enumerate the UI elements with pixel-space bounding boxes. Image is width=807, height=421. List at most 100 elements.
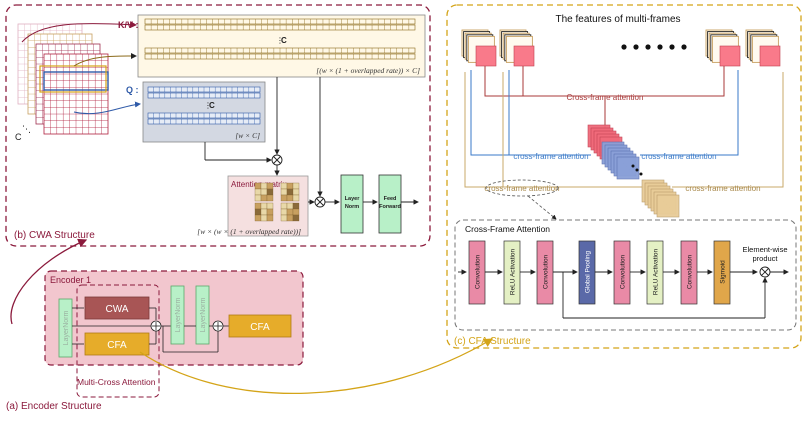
cross-frame-attention-title: Cross-Frame Attention	[465, 224, 550, 234]
tan-stack-layer	[656, 194, 680, 218]
attention-cell	[266, 214, 274, 222]
element-wise-label-2: product	[752, 254, 778, 263]
cross-frame-attention-label-tan-right: cross-frame attention	[685, 184, 760, 193]
ellipsis-dot	[669, 44, 675, 50]
multi-cross-attention-box	[76, 284, 160, 398]
cross-frame-attention-box	[454, 219, 797, 331]
encoder-section-label: (a) Encoder Structure	[6, 401, 102, 412]
frame-window-blue	[43, 71, 109, 91]
attention-matrix-grid	[254, 182, 300, 222]
attention-cell	[280, 202, 288, 210]
feed-forward-text-2: Forward	[379, 204, 401, 210]
cfa-block	[468, 240, 486, 305]
feed-forward-block	[378, 174, 402, 234]
kv-c-label: C	[281, 36, 287, 45]
encoder-output-cfa-label: CFA	[250, 322, 270, 333]
frame-to-kv-arrow-2	[73, 53, 137, 67]
q-c-label: C	[209, 101, 215, 110]
attention-cell	[286, 214, 294, 222]
cwa-panel-border	[5, 4, 431, 247]
cfa-panel-title: (c) CFA Structure	[454, 336, 531, 347]
attention-cell	[266, 202, 274, 210]
attention-cell	[266, 182, 274, 190]
cwa-structure-panel: (b) CWA Structure C ⋱ K/V : ⋮ C [(w × (1…	[5, 4, 431, 247]
cfa-block-label: Convolution	[475, 254, 482, 289]
cfa-multiply-node	[759, 266, 771, 278]
frame-to-kv-arrow	[21, 21, 137, 43]
attention-cell	[280, 214, 288, 222]
kv-c-mark: ⋮	[276, 36, 284, 45]
encoder-layernorm-2	[170, 285, 185, 345]
frame-stack-dots: ⋱	[22, 124, 31, 134]
attention-dimension: [w × (w × (1 + overlapped rate))]	[197, 227, 301, 236]
cross-frame-lines	[464, 66, 784, 188]
attention-cell	[286, 188, 294, 196]
kv-token-rows	[144, 18, 416, 60]
frame-to-q-arrow	[73, 101, 141, 115]
layer-norm-text-1: Layer	[345, 196, 361, 202]
cfa-block	[613, 240, 631, 305]
ellipsis-dot	[621, 44, 627, 50]
feature-frame-query	[759, 45, 781, 67]
cross-frame-attention-label-tan-left: cross-frame attention	[484, 184, 559, 193]
attention-cell	[254, 202, 262, 210]
attention-cell	[286, 208, 294, 216]
attention-cell	[292, 208, 300, 216]
attention-cell	[254, 214, 262, 222]
element-wise-label: Element-wise	[742, 245, 787, 254]
cfa-block	[578, 240, 596, 305]
encoder-layernorm-3	[195, 285, 210, 345]
attention-cell	[280, 182, 288, 190]
stack-dot	[635, 168, 639, 172]
attention-cell	[292, 188, 300, 196]
add-node-1	[150, 320, 162, 332]
cfa-block-label: Sigmoid	[720, 260, 727, 284]
cfa-block-label: Global Pooling	[585, 250, 592, 293]
cfa-block	[646, 240, 664, 305]
cfa-block-label: Convolution	[687, 254, 694, 289]
layer-norm-text-2: Norm	[345, 204, 359, 210]
attention-cell	[260, 208, 268, 216]
cfa-block	[713, 240, 731, 305]
input-frame-stack	[17, 23, 109, 135]
attention-cell	[286, 202, 294, 210]
attention-cell	[266, 208, 274, 216]
attention-cell	[280, 194, 288, 202]
cwa-detail-connector	[10, 238, 88, 325]
attention-cell	[292, 202, 300, 210]
cross-frame-attention-label-red: Cross-frame attention	[567, 93, 644, 102]
attention-cell	[260, 194, 268, 202]
blue-attention-stack	[601, 141, 643, 180]
kv-dimension: [(w × (1 + overlapped rate)) × C]	[316, 66, 420, 75]
encoder-layernorm-3-label: LayerNorm	[200, 298, 207, 333]
attention-cell	[254, 188, 262, 196]
cwa-panel-title: (b) CWA Structure	[14, 230, 95, 241]
attention-cell	[254, 182, 262, 190]
q-token-rows	[147, 86, 261, 125]
cross-frame-attention-label-blue-right: cross-frame attention	[641, 152, 716, 161]
cfa-block	[536, 240, 554, 305]
encoder-output-cfa-block	[228, 314, 292, 338]
attention-cell	[292, 194, 300, 202]
attention-cell	[260, 214, 268, 222]
cfa-structure-panel: (c) CFA Structure The features of multi-…	[446, 4, 802, 349]
feed-forward-text-1: Feed	[384, 196, 397, 202]
attention-cell	[260, 182, 268, 190]
ellipsis-dot	[657, 44, 663, 50]
ellipsis-dot	[681, 44, 687, 50]
multiply-node-2	[314, 196, 326, 208]
multiply-node-1	[271, 154, 283, 166]
frame-channel-label: C	[15, 132, 22, 142]
multi-cross-attention-label: Multi-Cross Attention	[77, 377, 156, 387]
frame-window-gold	[39, 65, 107, 93]
ellipsis-dot	[645, 44, 651, 50]
encoder-structure-panel: Encoder 1 LayerNorm Multi-Cross Attentio…	[6, 238, 494, 412]
cfa-block	[680, 240, 698, 305]
q-label: Q :	[126, 85, 139, 95]
frame-ellipsis	[621, 44, 687, 50]
attention-cell	[254, 208, 262, 216]
encoder-cwa-label: CWA	[106, 304, 129, 315]
cfa-detail-connector	[139, 338, 494, 395]
